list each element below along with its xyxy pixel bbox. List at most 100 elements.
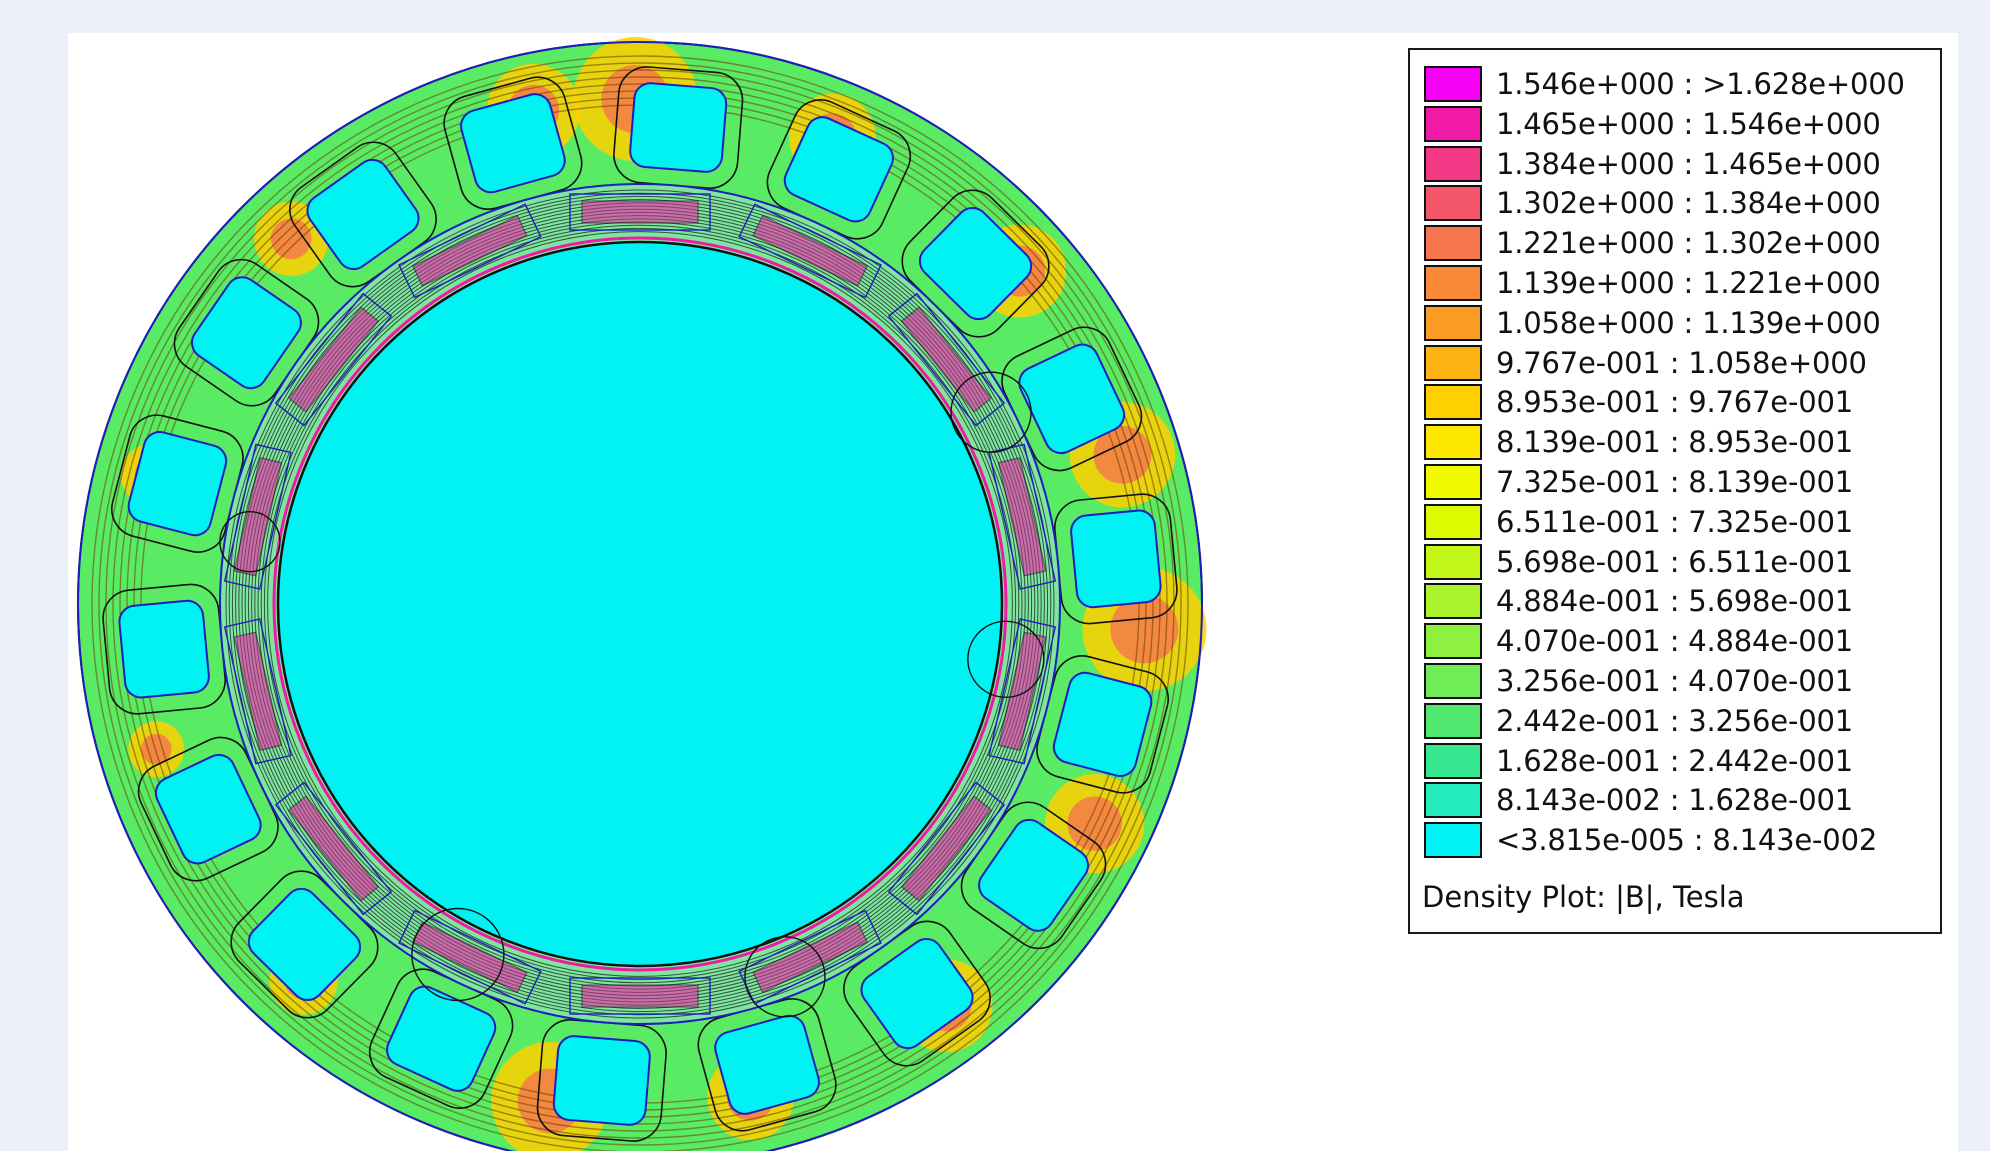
stator-slot [111,414,244,553]
legend-label: 4.070e-001 : 4.884e-001 [1496,624,1853,659]
legend-swatch [1424,583,1482,620]
legend-label: 1.384e+000 : 1.465e+000 [1496,146,1881,181]
legend-swatch [1424,503,1482,540]
legend-swatch [1424,782,1482,819]
legend-label: 1.302e+000 : 1.384e+000 [1496,186,1881,221]
stator-slot [230,870,379,1019]
rotor-magnet [569,193,711,231]
flux-loop [950,371,1032,453]
slot-opening [860,937,974,1050]
rotor-magnet [988,618,1057,765]
flux-loop [744,936,826,1018]
legend-label: 8.953e-001 : 9.767e-001 [1496,385,1853,420]
magnet-pocket [738,203,882,299]
magnet-pocket [887,781,1006,916]
legend-label: 1.221e+000 : 1.302e+000 [1496,226,1881,261]
legend-entry: 1.465e+000 : 1.546e+000 [1424,104,1881,144]
legend-swatch [1424,424,1482,461]
legend-entry: 5.698e-001 : 6.511e-001 [1424,542,1853,582]
legend-entry: 1.628e-001 : 2.442e-001 [1424,741,1853,781]
flux-loop [219,510,281,573]
magnet-body [752,921,868,994]
magnet-pocket [398,203,542,299]
magnet-body [233,631,283,751]
stator-slot [173,258,320,407]
stator-slot [697,998,837,1132]
legend-label: 1.546e+000 : >1.628e+000 [1496,67,1905,101]
legend-swatch [1424,185,1482,222]
magnet-body [581,200,699,224]
slot-opening [306,158,420,271]
legend-entry: 1.384e+000 : 1.465e+000 [1424,144,1881,184]
legend-label: 8.143e-002 : 1.628e-001 [1496,783,1853,818]
magnet-body [752,214,868,287]
legend-entry: 6.511e-001 : 7.325e-001 [1424,502,1853,542]
legend-label: 5.698e-001 : 6.511e-001 [1496,544,1853,579]
stator-slot [102,583,227,715]
gap-flux-line [225,189,1055,1019]
slot-opening [127,431,228,537]
gap-flux-line [228,192,1052,1016]
legend-swatch [1424,105,1482,142]
gap-flux-line [267,231,1013,977]
legend-entry: 2.442e-001 : 3.256e-001 [1424,701,1853,741]
tooth-field-core [1110,595,1179,664]
flux-density-plot[interactable] [68,33,1958,1151]
yoke-flux-line [98,62,1182,1146]
slot-opening [1052,671,1153,777]
yoke-flux-line [112,76,1168,1132]
slot-opening [978,818,1089,932]
legend-swatch [1424,822,1482,859]
rotor-magnet [738,203,882,299]
magnet-pocket [398,909,542,1005]
magnet-pocket [274,292,393,427]
flux-loop [411,907,505,1002]
legend-swatch [1424,543,1482,580]
legend-entry: 8.953e-001 : 9.767e-001 [1424,382,1853,422]
legend-swatch [1424,384,1482,421]
slot-opening [191,276,302,390]
rotor-magnet [274,781,393,916]
magnet-pocket [274,781,393,916]
slot-opening [118,599,210,699]
legend-swatch [1424,742,1482,779]
magnet-body [233,457,283,577]
slot-opening [247,887,362,1002]
legend-swatch [1424,66,1482,102]
legend-entry: 4.070e-001 : 4.884e-001 [1424,621,1853,661]
magnet-body [581,984,699,1008]
slot-opening [460,93,566,194]
stator-outline [77,41,1203,1151]
legend-swatch [1424,225,1482,262]
slot-opening [918,206,1033,321]
legend-label: 9.767e-001 : 1.058e+000 [1496,345,1867,380]
legend-entry: 3.256e-001 : 4.070e-001 [1424,661,1853,701]
slot-opening [1018,343,1126,455]
rotor-magnet [223,618,292,765]
yoke-flux-line [119,83,1161,1125]
slot-opening [629,82,728,173]
legend-label: <3.815e-005 : 8.143e-002 [1496,823,1878,858]
rotor-magnet [887,292,1006,427]
slot-opening [154,753,262,865]
legend-swatch [1424,265,1482,301]
legend-label: 7.325e-001 : 8.139e-001 [1496,465,1853,499]
legend-label: 6.511e-001 : 7.325e-001 [1496,504,1853,539]
legend-entry: 1.058e+000 : 1.139e+000 [1424,303,1881,343]
flux-loop [967,620,1045,698]
magnet-pocket [887,292,1006,427]
legend-swatch [1424,145,1482,182]
yoke-flux-line [91,55,1189,1151]
magnet-pocket [223,618,292,765]
legend-label: 4.884e-001 : 5.698e-001 [1496,584,1853,619]
gap-flux-line [235,199,1045,1009]
magnet-pocket [569,193,711,231]
magnet-pocket [569,977,711,1015]
stator-slot [1036,655,1169,794]
magnet-body [287,306,380,413]
legend-entry: <3.815e-005 : 8.143e-002 [1424,820,1877,860]
rotor-magnet [274,292,393,427]
legend-entry: 1.221e+000 : 1.302e+000 [1424,223,1881,263]
rotor-core [276,240,1004,968]
